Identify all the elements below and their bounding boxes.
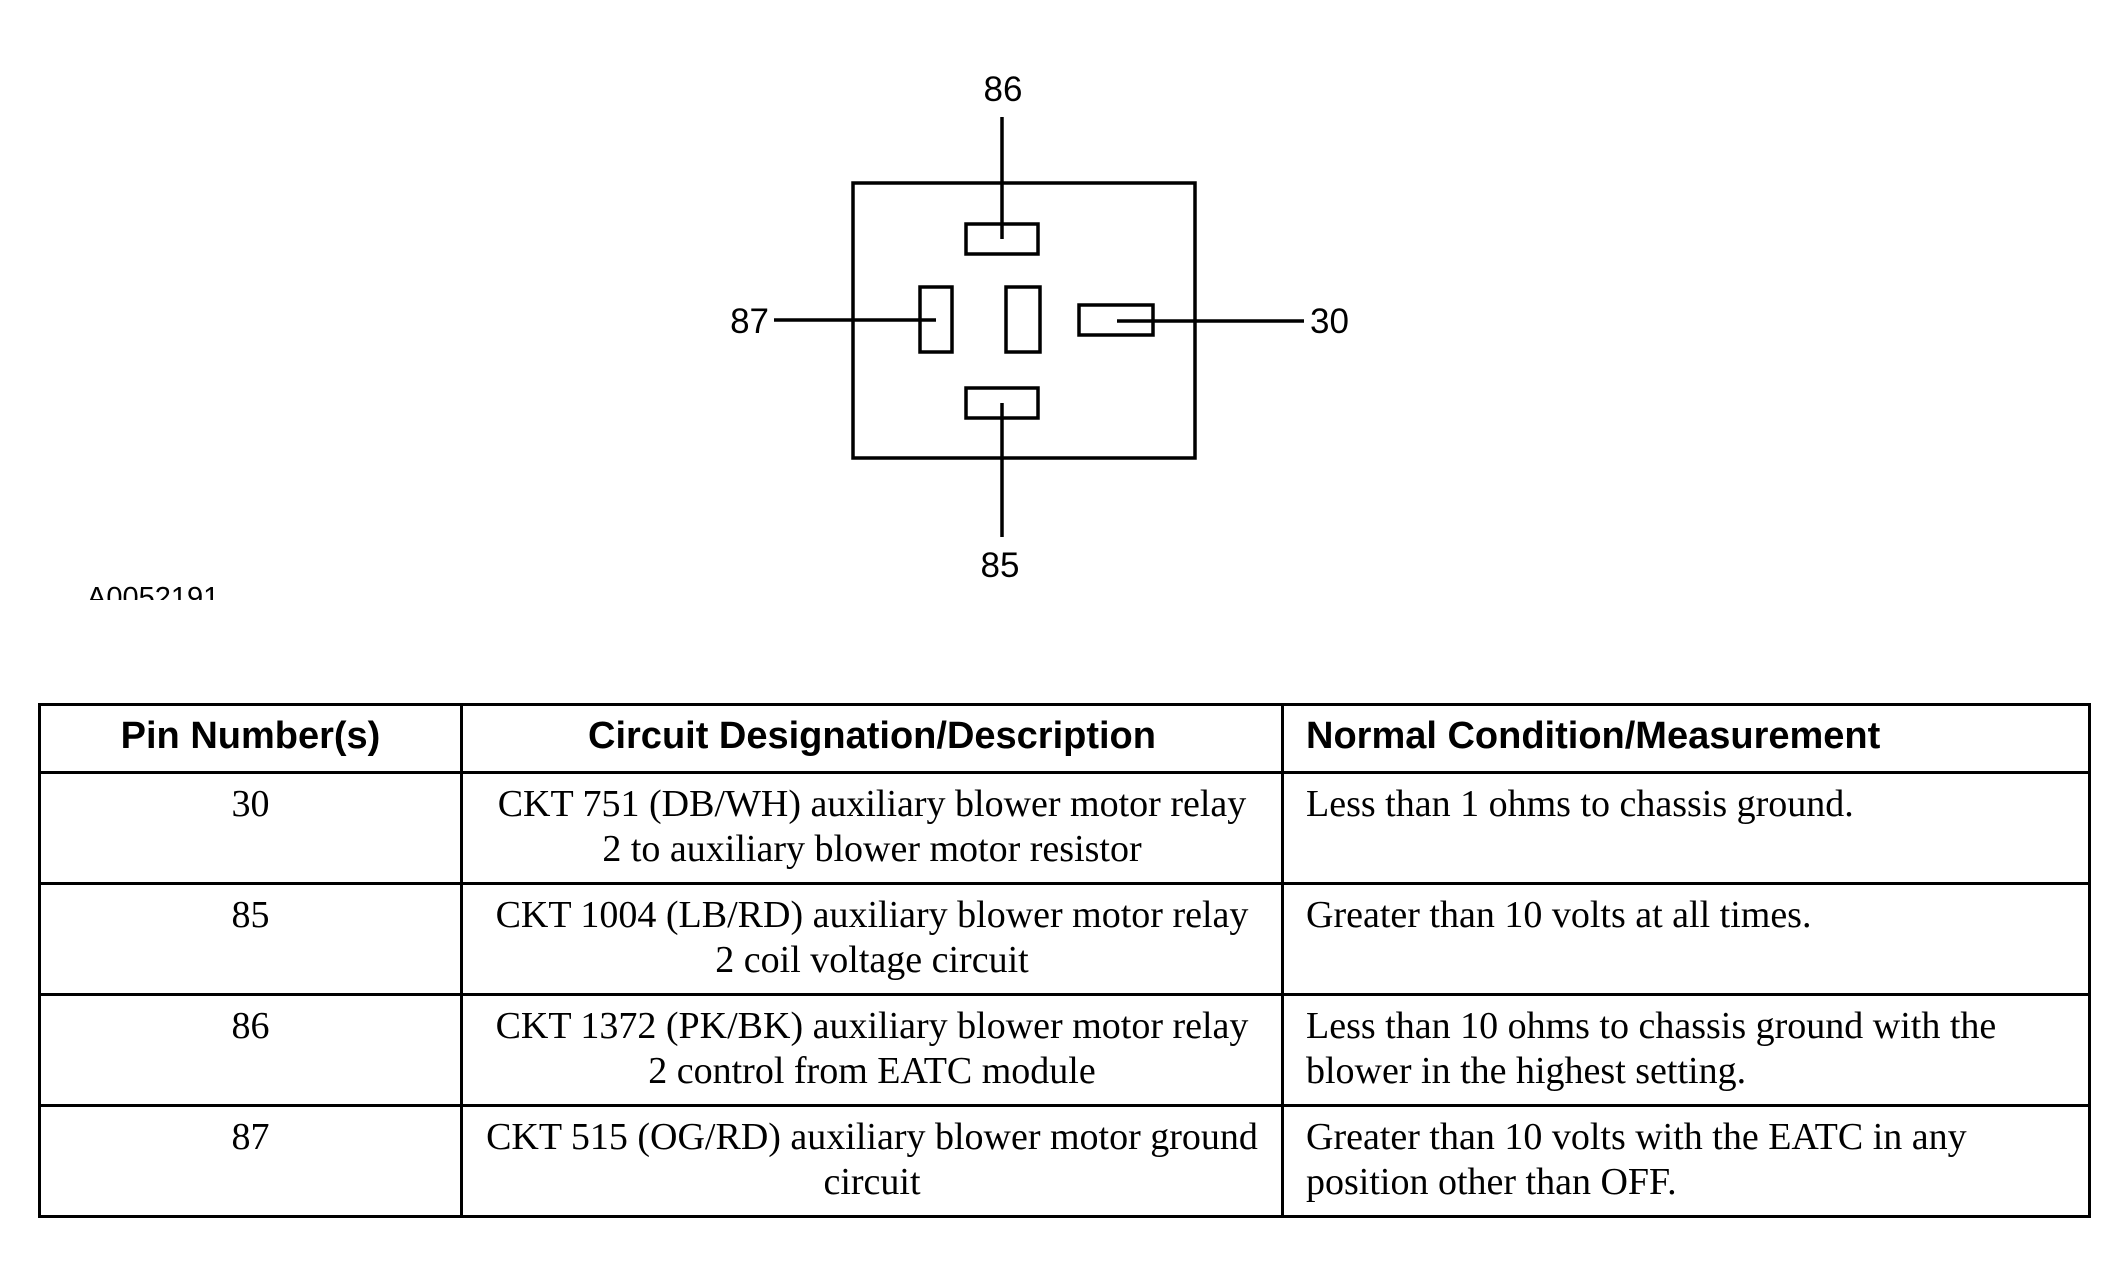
pin-number-cell: 86 — [38, 993, 463, 1107]
pin-label-87: 87 — [730, 302, 769, 341]
condition-cell: Greater than 10 volts with the EATC in a… — [1281, 1104, 2091, 1218]
pin-table: Pin Number(s) Circuit Designation/Descri… — [38, 703, 2091, 1218]
table-row: 30 CKT 751 (DB/WH) auxiliary blower moto… — [38, 771, 2091, 885]
table-row: 85 CKT 1004 (LB/RD) auxiliary blower mot… — [38, 882, 2091, 996]
header-normal-condition: Normal Condition/Measurement — [1281, 703, 2091, 774]
condition-cell: Greater than 10 volts at all times. — [1281, 882, 2091, 996]
table-row: 86 CKT 1372 (PK/BK) auxiliary blower mot… — [38, 993, 2091, 1107]
circuit-description-cell: CKT 1372 (PK/BK) auxiliary blower motor … — [460, 993, 1284, 1107]
pin-number-cell: 85 — [38, 882, 463, 996]
circuit-description-cell: CKT 751 (DB/WH) auxiliary blower motor r… — [460, 771, 1284, 885]
terminal-center — [1004, 285, 1042, 354]
table-header-row: Pin Number(s) Circuit Designation/Descri… — [38, 703, 2091, 774]
relay-connector-diagram: 86 87 30 85 A0052191 — [87, 70, 1349, 600]
table-row: 87 CKT 515 (OG/RD) auxiliary blower moto… — [38, 1104, 2091, 1218]
pin-number-cell: 87 — [38, 1104, 463, 1218]
pin-label-85: 85 — [981, 546, 1020, 585]
condition-cell: Less than 1 ohms to chassis ground. — [1281, 771, 2091, 885]
pin-number-cell: 30 — [38, 771, 463, 885]
circuit-description-cell: CKT 1004 (LB/RD) auxiliary blower motor … — [460, 882, 1284, 996]
condition-cell: Less than 10 ohms to chassis ground with… — [1281, 993, 2091, 1107]
header-circuit-description: Circuit Designation/Description — [460, 703, 1284, 774]
circuit-description-cell: CKT 515 (OG/RD) auxiliary blower motor g… — [460, 1104, 1284, 1218]
pin-label-30: 30 — [1310, 302, 1349, 341]
header-pin-numbers: Pin Number(s) — [38, 703, 463, 774]
figure-id: A0052191 — [87, 582, 219, 600]
pin-label-86: 86 — [984, 70, 1023, 109]
